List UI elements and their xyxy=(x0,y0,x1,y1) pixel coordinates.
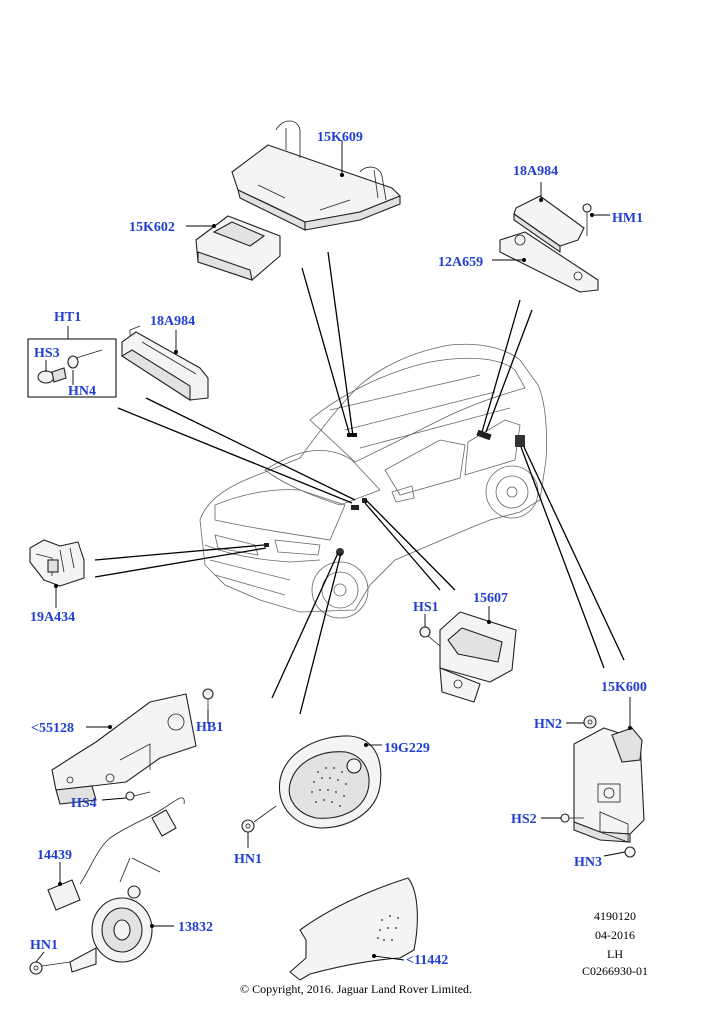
label-HN1-bottom: HN1 xyxy=(30,938,58,953)
label-13832: 13832 xyxy=(178,920,213,935)
drawing-info-block: 4190120 04-2016 LH C0266930-01 xyxy=(582,909,648,978)
label-55128: <55128 xyxy=(31,721,74,736)
label-HB1: HB1 xyxy=(196,720,223,735)
part-15607 xyxy=(419,606,517,703)
part-labels: 15K609 15K602 18A984 HM1 12A659 HT1 HS3 … xyxy=(30,130,647,968)
part-18A984-left xyxy=(120,325,209,402)
label-19A434: 19A434 xyxy=(30,610,75,625)
part-14439 xyxy=(47,797,185,911)
part-13832 xyxy=(29,885,174,975)
label-15K600: 15K600 xyxy=(601,680,647,695)
part-HT1 xyxy=(27,326,117,398)
part-18A984-top xyxy=(492,182,610,293)
part-15K602 xyxy=(186,215,281,281)
vehicle-illustration xyxy=(199,343,548,619)
label-19G229: 19G229 xyxy=(384,741,430,756)
label-HN4: HN4 xyxy=(68,384,96,399)
label-HN1-mid: HN1 xyxy=(234,852,262,867)
label-HN2: HN2 xyxy=(534,717,562,732)
label-12A659: 12A659 xyxy=(438,255,483,270)
label-HN3: HN3 xyxy=(574,855,602,870)
drawing-side: LH xyxy=(607,947,623,961)
drawing-code: C0266930-01 xyxy=(582,964,648,978)
label-18A984-top: 18A984 xyxy=(513,164,558,179)
label-15607: 15607 xyxy=(473,591,508,606)
label-15K609: 15K609 xyxy=(317,130,363,145)
label-HS2: HS2 xyxy=(511,812,537,827)
part-11442 xyxy=(289,877,418,981)
speaker-grille-dots xyxy=(311,767,347,807)
label-HS1: HS1 xyxy=(413,600,439,615)
part-19A434 xyxy=(29,539,85,608)
part-19G229 xyxy=(241,735,382,848)
copyright-notice: © Copyright, 2016. Jaguar Land Rover Lim… xyxy=(240,982,472,996)
label-14439: 14439 xyxy=(37,848,72,863)
part-15K600 xyxy=(541,697,645,858)
label-15K602: 15K602 xyxy=(129,220,175,235)
label-HS4: HS4 xyxy=(71,796,97,811)
label-11442: <11442 xyxy=(406,953,448,968)
drawing-date: 04-2016 xyxy=(595,928,635,942)
shield-perforation-dots xyxy=(377,915,399,941)
drawing-number: 4190120 xyxy=(594,909,636,923)
label-HM1: HM1 xyxy=(612,211,643,226)
part-55128 xyxy=(51,688,214,805)
label-18A984-left: 18A984 xyxy=(150,314,195,329)
label-HS3: HS3 xyxy=(34,346,60,361)
part-15K609 xyxy=(231,120,401,231)
label-HT1: HT1 xyxy=(54,310,81,325)
leader-lines xyxy=(94,251,625,715)
